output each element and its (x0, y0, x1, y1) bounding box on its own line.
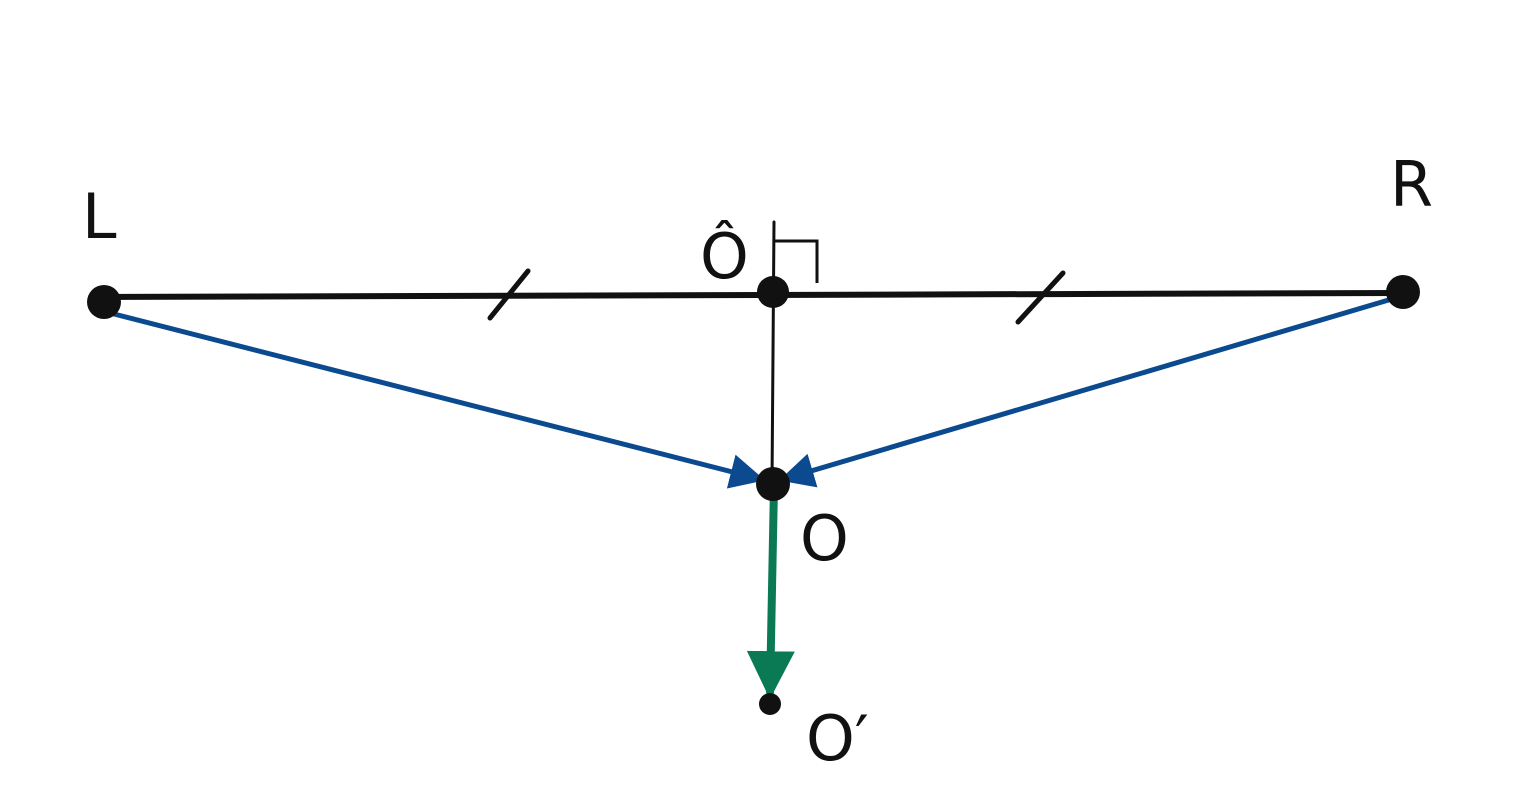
label-O: O (800, 502, 849, 575)
label-R: R (1390, 148, 1433, 221)
point-O (756, 467, 790, 501)
vector-O-to-O-prime (746, 482, 795, 700)
point-O-prime (759, 693, 781, 715)
segment-LR (101, 290, 1405, 300)
right-angle-marker (774, 239, 819, 283)
tick-mark-right (1015, 270, 1066, 325)
vector-R-to-O (778, 296, 1395, 488)
vector-L-to-O (107, 310, 766, 489)
point-O-hat (757, 276, 789, 308)
point-R (1386, 275, 1420, 309)
perpendicular-line (770, 220, 776, 486)
label-L: L (82, 180, 117, 253)
label-O-prime: O′ (806, 702, 869, 775)
tick-mark-left (487, 268, 531, 321)
label-O-hat: Ô (700, 220, 749, 293)
point-L (87, 285, 121, 319)
